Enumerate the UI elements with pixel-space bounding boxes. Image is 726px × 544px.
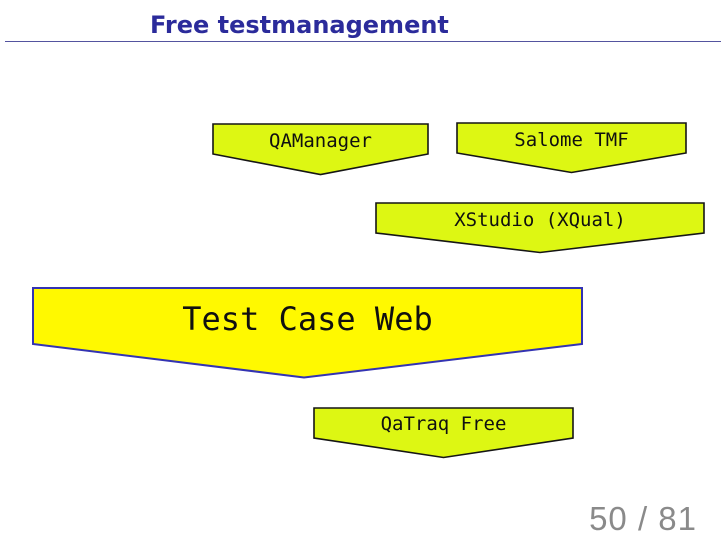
banner-qamanager: QAManager bbox=[212, 123, 429, 176]
pennant-shape bbox=[456, 122, 687, 174]
banner-label: QAManager bbox=[269, 130, 372, 152]
title-rule bbox=[5, 41, 721, 42]
banner-label: QaTraq Free bbox=[380, 413, 507, 435]
banner-test-case-web: Test Case Web bbox=[32, 287, 583, 379]
slide-title: Free testmanagement bbox=[150, 11, 449, 39]
banner-label: Test Case Web bbox=[182, 300, 433, 338]
banner-qatraq-free: QaTraq Free bbox=[313, 407, 574, 459]
banner-xstudio: XStudio (XQual) bbox=[375, 202, 705, 254]
banner-label: Salome TMF bbox=[514, 129, 629, 151]
pennant-shape bbox=[313, 407, 574, 459]
pennant-shape bbox=[212, 123, 429, 176]
page-number: 50 / 81 bbox=[589, 500, 697, 537]
pennant-shape bbox=[375, 202, 705, 254]
banner-label: XStudio (XQual) bbox=[454, 209, 626, 231]
banner-salome-tmf: Salome TMF bbox=[456, 122, 687, 174]
pennant-shape bbox=[32, 287, 583, 379]
